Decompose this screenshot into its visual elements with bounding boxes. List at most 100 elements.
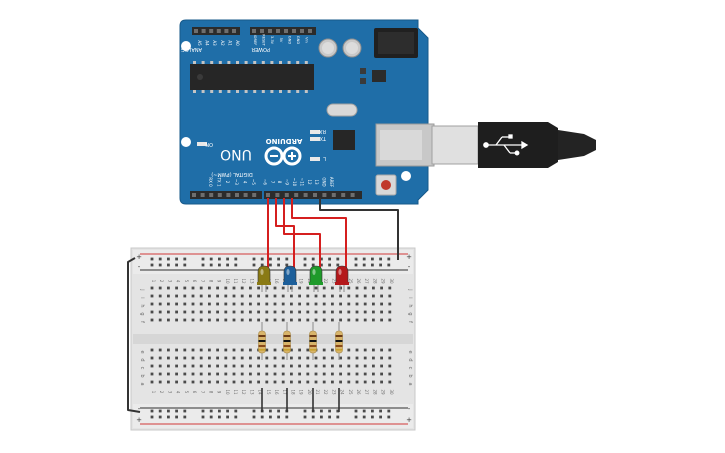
rail-hole xyxy=(158,263,162,267)
breadboard-hole xyxy=(331,356,334,360)
breadboard-hole xyxy=(290,380,293,384)
resistor-band xyxy=(309,345,317,347)
breadboard-hole xyxy=(175,318,178,322)
breadboard-hole xyxy=(306,286,310,290)
resistor-band xyxy=(283,340,291,342)
column-number: 30 xyxy=(389,389,394,395)
breadboard-hole xyxy=(199,286,203,290)
chip-pin xyxy=(287,61,291,64)
breadboard-hole xyxy=(249,372,252,376)
breadboard-hole xyxy=(208,286,211,290)
rail-hole xyxy=(175,415,178,419)
breadboard-hole xyxy=(314,356,318,360)
breadboard-hole xyxy=(314,302,318,306)
rail-hole xyxy=(150,415,154,419)
rail-hole xyxy=(285,263,289,267)
breadboard-hole xyxy=(273,372,277,376)
breadboard-hole xyxy=(167,380,170,384)
breadboard-hole xyxy=(363,310,367,314)
breadboard-hole xyxy=(380,364,383,368)
rail-hole xyxy=(183,263,187,267)
rail-hole xyxy=(226,415,229,419)
rail-hole xyxy=(183,415,187,419)
led-green xyxy=(309,265,323,285)
header-pin xyxy=(350,193,355,197)
breadboard-hole xyxy=(191,364,195,368)
chip-pin xyxy=(244,90,248,93)
rail-hole xyxy=(303,409,307,413)
column-number: 29 xyxy=(381,278,386,284)
row-letter: j xyxy=(139,288,145,290)
resistor-band xyxy=(309,340,317,342)
breadboard-hole xyxy=(183,372,187,376)
breadboard-hole xyxy=(281,302,285,306)
row-letter: c xyxy=(407,367,413,370)
breadboard: ++----++ 1122334455667788991010111112121… xyxy=(130,247,416,431)
breadboard-hole xyxy=(273,294,277,298)
rail-hole xyxy=(328,257,331,261)
digital-pin-label: GND xyxy=(322,177,327,186)
chip-pin xyxy=(201,90,205,93)
rail-hole xyxy=(269,263,272,267)
usb-chip xyxy=(333,130,355,150)
breadboard-hole xyxy=(273,286,277,290)
breadboard-hole xyxy=(372,364,375,368)
resistor-band xyxy=(283,345,291,347)
rail-hole xyxy=(158,257,162,261)
column-number: 13 xyxy=(249,278,254,284)
breadboard-hole xyxy=(388,348,392,352)
led-rim xyxy=(283,282,297,285)
digital-pin-label: 7 xyxy=(270,181,275,184)
header-pin xyxy=(303,193,308,197)
reset-button[interactable] xyxy=(381,180,391,190)
breadboard-hole xyxy=(175,294,178,298)
column-number: 9 xyxy=(217,391,222,394)
column-number: 14 xyxy=(258,389,263,395)
header-pin xyxy=(300,29,304,33)
breadboard-hole xyxy=(191,372,195,376)
rail-hole xyxy=(362,415,366,419)
breadboard-hole xyxy=(339,380,342,384)
breadboard-hole xyxy=(380,348,383,352)
breadboard-hole xyxy=(175,302,178,306)
breadboard-hole xyxy=(322,372,326,376)
breadboard-hole xyxy=(158,318,162,322)
breadboard-hole xyxy=(257,356,260,360)
digital-pin-label: ~6 xyxy=(262,179,267,185)
rail-hole xyxy=(387,409,391,413)
rail-hole xyxy=(320,409,323,413)
breadboard-hole xyxy=(150,318,154,322)
rail-hole xyxy=(269,415,272,419)
breadboard-hole xyxy=(281,364,285,368)
model-text: UNO xyxy=(220,146,252,162)
resistor-band xyxy=(335,345,343,347)
row-letter: c xyxy=(139,367,145,370)
column-number: 20 xyxy=(307,278,312,284)
breadboard-hole xyxy=(322,380,326,384)
breadboard-hole xyxy=(257,286,260,290)
breadboard-hole xyxy=(372,310,375,314)
led-red xyxy=(335,265,349,285)
rail-hole xyxy=(285,257,289,261)
column-number: 12 xyxy=(241,389,246,395)
header-pin xyxy=(224,29,229,33)
breadboard-hole xyxy=(322,302,326,306)
rail-hole xyxy=(167,263,170,267)
rail-hole xyxy=(336,415,340,419)
breadboard-hole xyxy=(249,380,252,384)
header-pin xyxy=(232,29,236,33)
breadboard-hole xyxy=(388,286,392,290)
breadboard-hole xyxy=(331,318,334,322)
breadboard-hole xyxy=(216,348,219,352)
breadboard-hole xyxy=(199,302,203,306)
breadboard-hole xyxy=(306,310,310,314)
breadboard-hole xyxy=(347,318,351,322)
column-number: 27 xyxy=(364,278,369,284)
breadboard-hole xyxy=(388,310,392,314)
breadboard-hole xyxy=(208,372,211,376)
digital-pin-label: TX 1 xyxy=(217,177,222,187)
breadboard-hole xyxy=(167,348,170,352)
column-number: 16 xyxy=(274,389,279,395)
breadboard-hole xyxy=(208,310,211,314)
voltage-regulator xyxy=(372,70,386,82)
